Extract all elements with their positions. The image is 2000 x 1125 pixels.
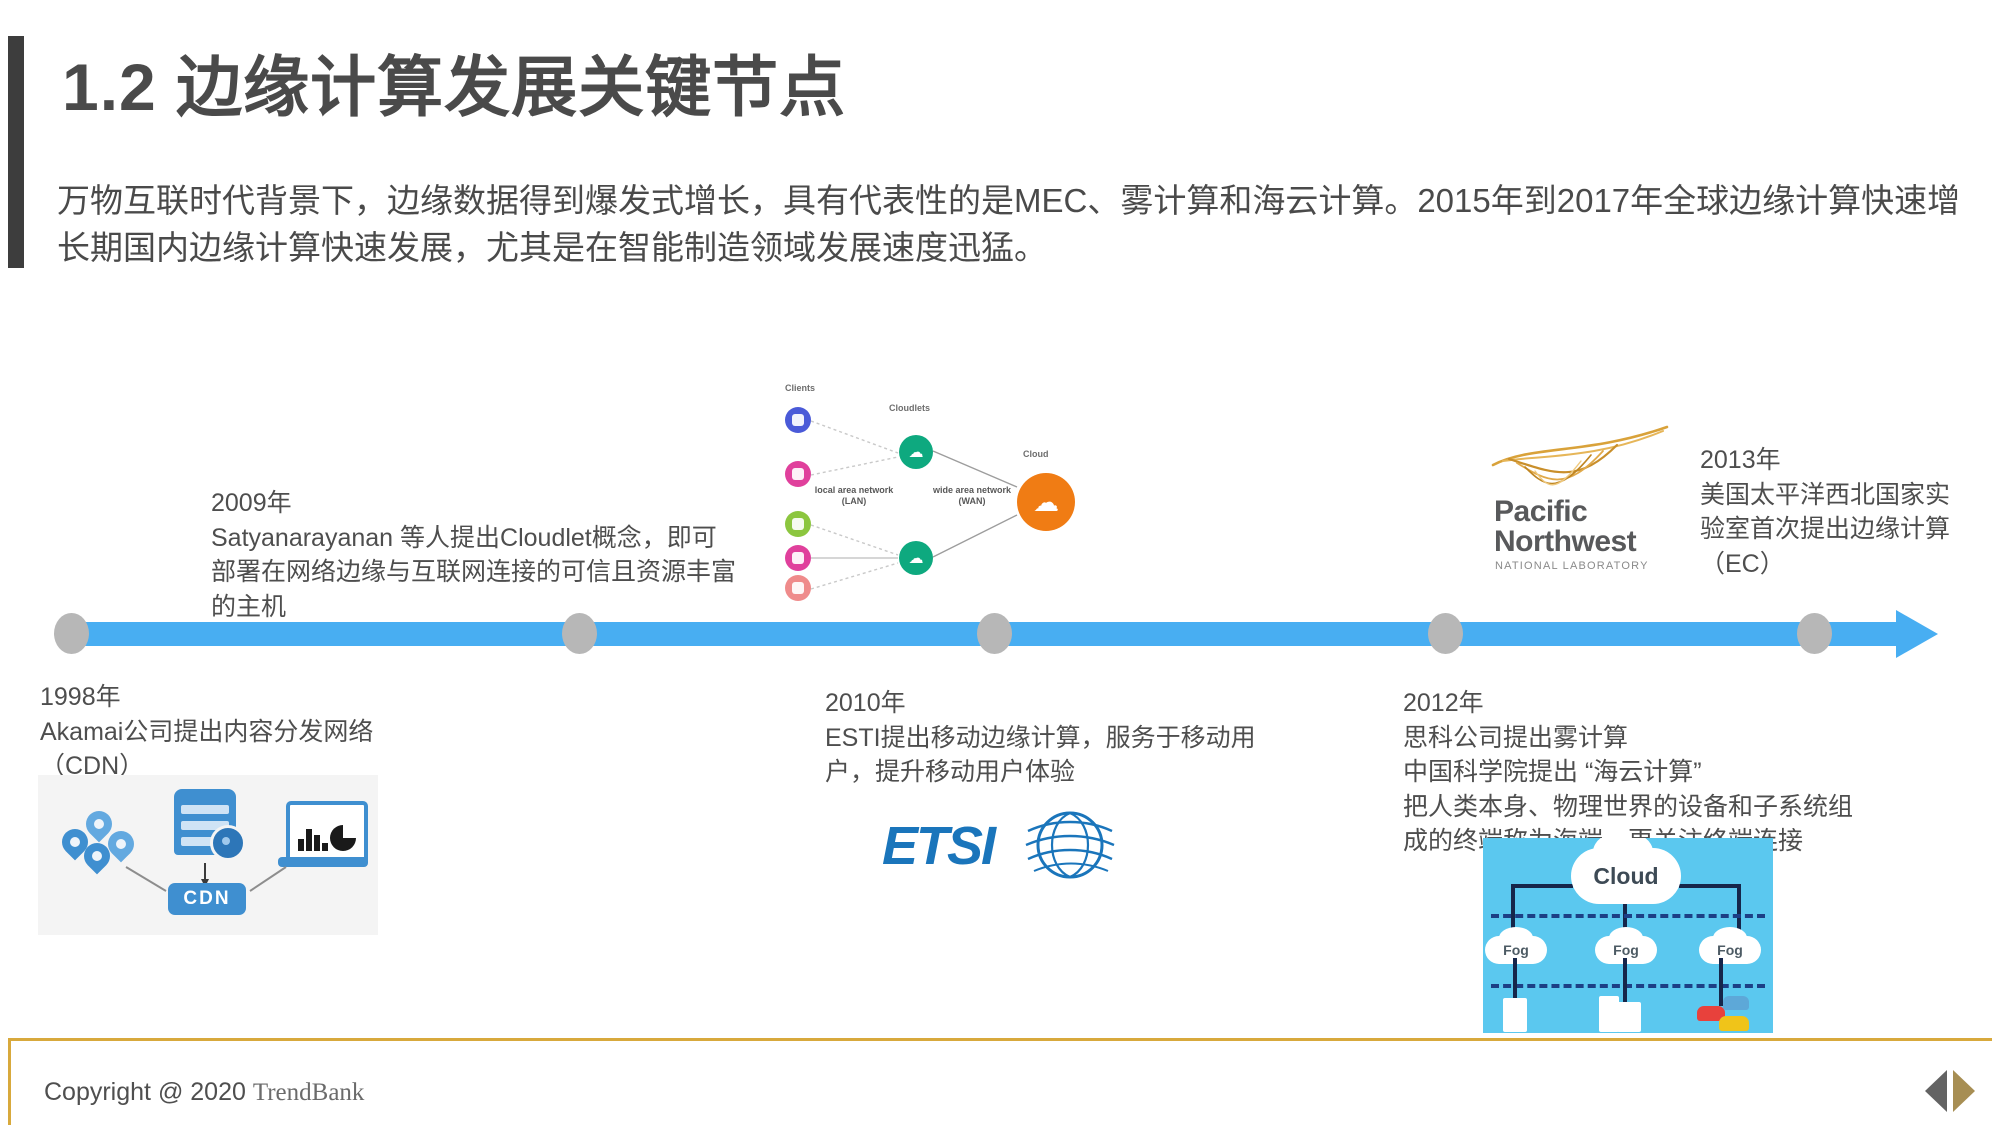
milestone-note-2010: 2010年 ESTI提出移动边缘计算，服务于移动用 户，提升移动用户体验	[825, 689, 1256, 786]
milestone-note-2013: 2013年 美国太平洋西北国家实 验室首次提出边缘计算 （EC）	[1700, 446, 1951, 578]
pnnl-swoosh-icon	[1491, 425, 1669, 486]
bar-chart-icon	[298, 825, 328, 851]
cloudlet-client-node-5	[785, 575, 811, 601]
figure-etsi-logo: ETSI	[880, 795, 1120, 895]
fog-node-2-label: Fog	[1613, 942, 1639, 958]
fog-device-tablet	[1599, 996, 1619, 1032]
cdn-laptop-base	[278, 857, 368, 867]
footer-divider	[8, 1038, 1992, 1041]
cloudlet-cloudlets-label: Cloudlets	[889, 403, 931, 413]
pnnl-name-label: Pacific Northwest	[1494, 495, 1637, 558]
etsi-wordmark-label: ETSI	[882, 816, 996, 876]
cloudlet-clients-label: Clients	[785, 383, 816, 393]
cloudlet-client-node-4	[785, 545, 811, 571]
cloudlet-client-node-2	[785, 461, 811, 487]
fog-device-car-red	[1697, 1006, 1725, 1021]
cdn-badge-label: CDN	[168, 883, 246, 915]
milestone-note-2012: 2012年 思科公司提出雾计算 中国科学院提出 “海云计算” 把人类本身、物理世…	[1403, 689, 1854, 855]
figure-cdn-diagram: CDN	[38, 775, 378, 935]
cloudlet-connector-lines	[810, 420, 1018, 590]
cloudlet-client-node-3	[785, 511, 811, 537]
fog-device-laptop	[1617, 1002, 1641, 1032]
brand-name: TrendBank	[252, 1079, 365, 1106]
title-accent-bar	[8, 36, 24, 268]
milestone-note-1998: 1998年 Akamai公司提出内容分发网络 （CDN）	[40, 683, 374, 780]
page-title: 1.2 边缘计算发展关键节点	[62, 50, 847, 124]
cloudlet-node-2: ☁	[899, 541, 933, 575]
footer-copyright: Copyright @ 2020 TrendBank	[44, 1078, 364, 1107]
fog-device-car-blue	[1723, 996, 1749, 1010]
timeline-axis	[54, 610, 1938, 658]
timeline-node-2010[interactable]	[977, 613, 1012, 654]
cdn-connector-arrows	[125, 863, 287, 892]
triangle-left-icon[interactable]	[1925, 1070, 1947, 1112]
timeline-node-2012[interactable]	[1428, 613, 1463, 654]
footer-left-divider	[8, 1038, 11, 1125]
figure-fog-computing-diagram: Cloud Fog Fog Fog	[1483, 838, 1773, 1033]
cloudlet-node-1: ☁	[899, 435, 933, 469]
timeline-node-2009[interactable]	[562, 613, 597, 654]
fog-cloud-node: Cloud	[1571, 838, 1681, 904]
timeline-node-1998[interactable]	[54, 613, 89, 654]
triangle-right-icon[interactable]	[1953, 1070, 1975, 1112]
copyright-text: Copyright @ 2020	[44, 1078, 246, 1106]
cdn-gear-icon	[210, 825, 246, 861]
milestone-note-2009: 2009年 Satyanarayanan 等人提出Cloudlet概念，即可 部…	[211, 489, 737, 621]
fog-node-3-label: Fog	[1717, 942, 1743, 958]
fog-node-1-label: Fog	[1503, 942, 1529, 958]
page-subtitle: 万物互联时代背景下，边缘数据得到爆发式增长，具有代表性的是MEC、雾计算和海云计…	[57, 182, 1961, 266]
etsi-globe-icon	[1025, 811, 1115, 879]
pie-chart-icon	[330, 825, 356, 851]
fog-cloud-label: Cloud	[1593, 862, 1659, 889]
timeline-node-2013[interactable]	[1797, 613, 1832, 654]
cloudlet-wan-label: wide area network (WAN)	[932, 485, 1012, 507]
cdn-laptop-icon	[286, 801, 368, 865]
fog-divider-lower	[1491, 984, 1765, 988]
cloudlet-client-node-1	[785, 407, 811, 433]
figure-pnnl-logo: Pacific Northwest NATIONAL LABORATORY	[1485, 425, 1675, 580]
figure-cloudlet-diagram: Clients Cloudlets Cloud local area netwo…	[765, 365, 1110, 610]
cloudlet-cloud-node: ☁	[1017, 473, 1075, 531]
fog-device-car-yellow	[1719, 1016, 1749, 1031]
timeline-arrow-icon	[1896, 610, 1938, 658]
cloudlet-lan-label: local area network (LAN)	[814, 485, 894, 507]
fog-device-phone	[1503, 998, 1527, 1032]
fog-divider-upper	[1491, 914, 1765, 918]
fog-node-3: Fog	[1699, 927, 1761, 964]
pnnl-tagline-label: NATIONAL LABORATORY	[1495, 560, 1649, 572]
cloudlet-cloud-label: Cloud	[1023, 449, 1049, 459]
